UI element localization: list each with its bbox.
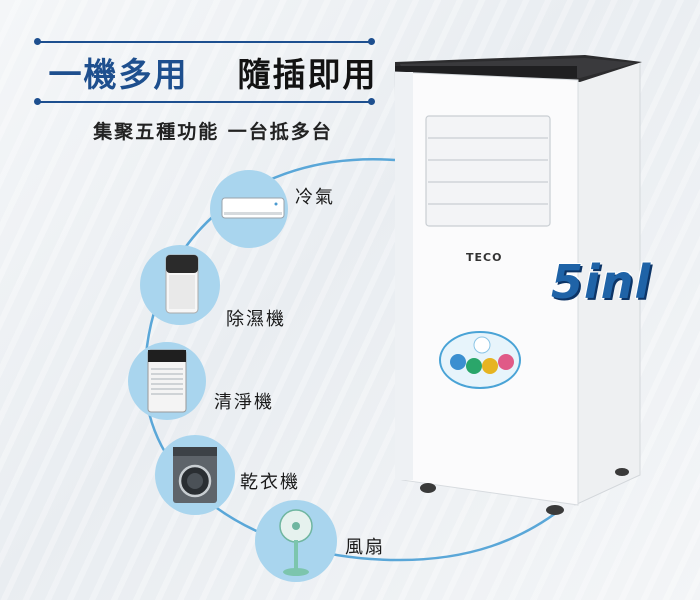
function-circle-aircon: [210, 170, 288, 248]
clothes-dryer-icon: [173, 447, 217, 503]
air-conditioner-icon: [221, 197, 285, 219]
headline-top-dot-left: [34, 38, 41, 45]
headline-top-rule: [38, 41, 371, 43]
air-purifier-icon: [147, 349, 187, 413]
dehumidifier-icon: [165, 254, 199, 314]
product-brand: TECO: [466, 251, 503, 264]
function-label-fan: 風扇: [345, 537, 385, 558]
headline-bottom-rule: [38, 101, 371, 103]
function-label-dehumidifier: 除濕機: [226, 309, 286, 330]
headline-part1: 一機多用: [48, 55, 189, 94]
headline-part2: 隨插即用: [237, 55, 378, 94]
function-circle-dryer: [155, 435, 235, 515]
function-circle-dehumidifier: [140, 245, 220, 325]
function-circle-fan: [255, 500, 337, 582]
function-label-purifier: 清淨機: [214, 392, 274, 413]
headline-bottom-dot-left: [34, 98, 41, 105]
headline-bottom-dot-right: [368, 98, 375, 105]
headline: 一機多用 隨插即用: [38, 48, 388, 96]
five-in-one-badge: 5inl: [551, 255, 652, 309]
function-circle-purifier: [128, 342, 206, 420]
function-label-dryer: 乾衣機: [240, 472, 300, 493]
headline-top-dot-right: [368, 38, 375, 45]
subheadline: 集聚五種功能 一台抵多台: [93, 121, 333, 143]
function-label-aircon: 冷氣: [295, 187, 335, 208]
fan-icon: [279, 509, 313, 576]
